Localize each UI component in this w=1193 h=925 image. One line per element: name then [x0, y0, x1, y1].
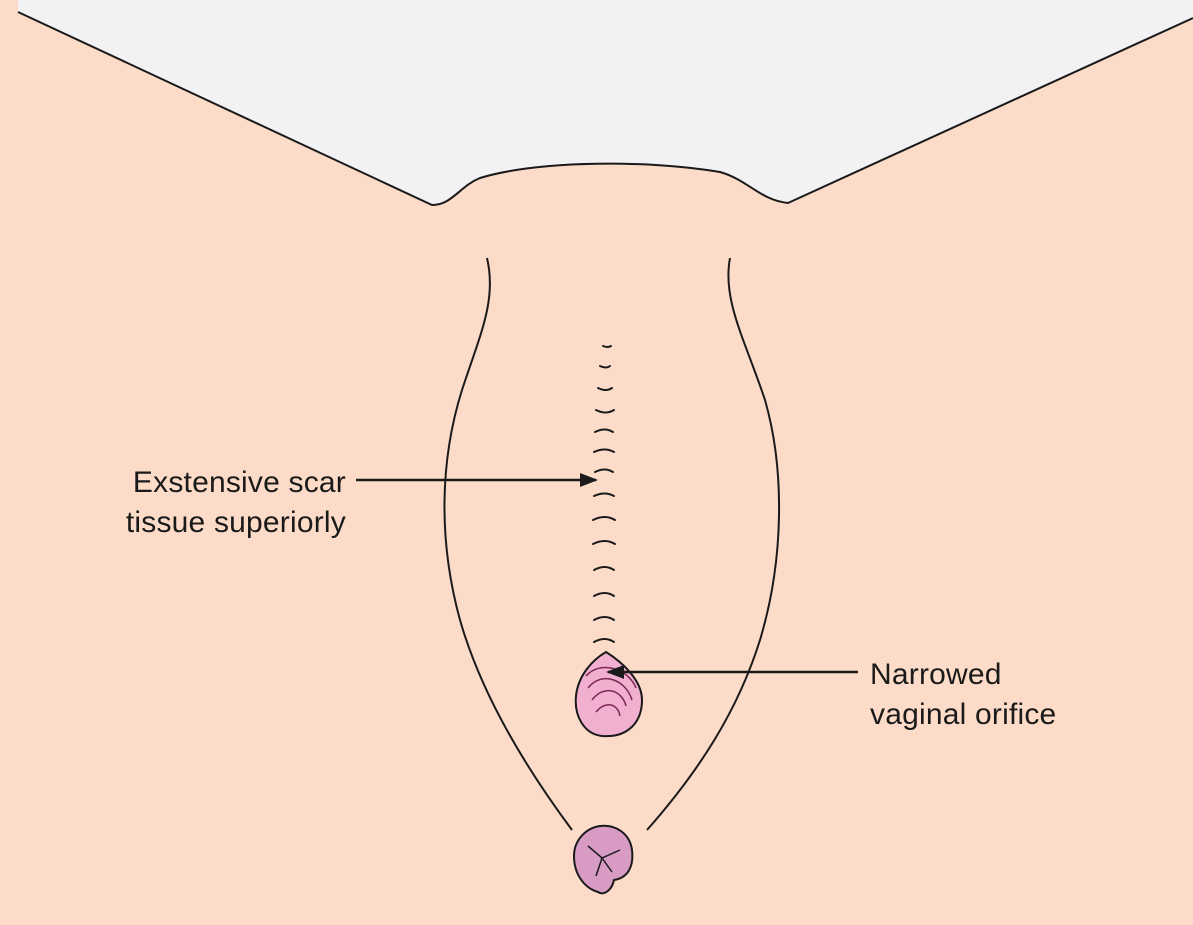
scar-label-line2: tissue superiorly [126, 506, 346, 539]
orifice-label-line2: vaginal orifice [870, 698, 1056, 731]
scar-mark [603, 346, 611, 347]
scar-label-line1: Exstensive scar [133, 466, 346, 499]
orifice-label-line1: Narrowed [870, 658, 1002, 691]
